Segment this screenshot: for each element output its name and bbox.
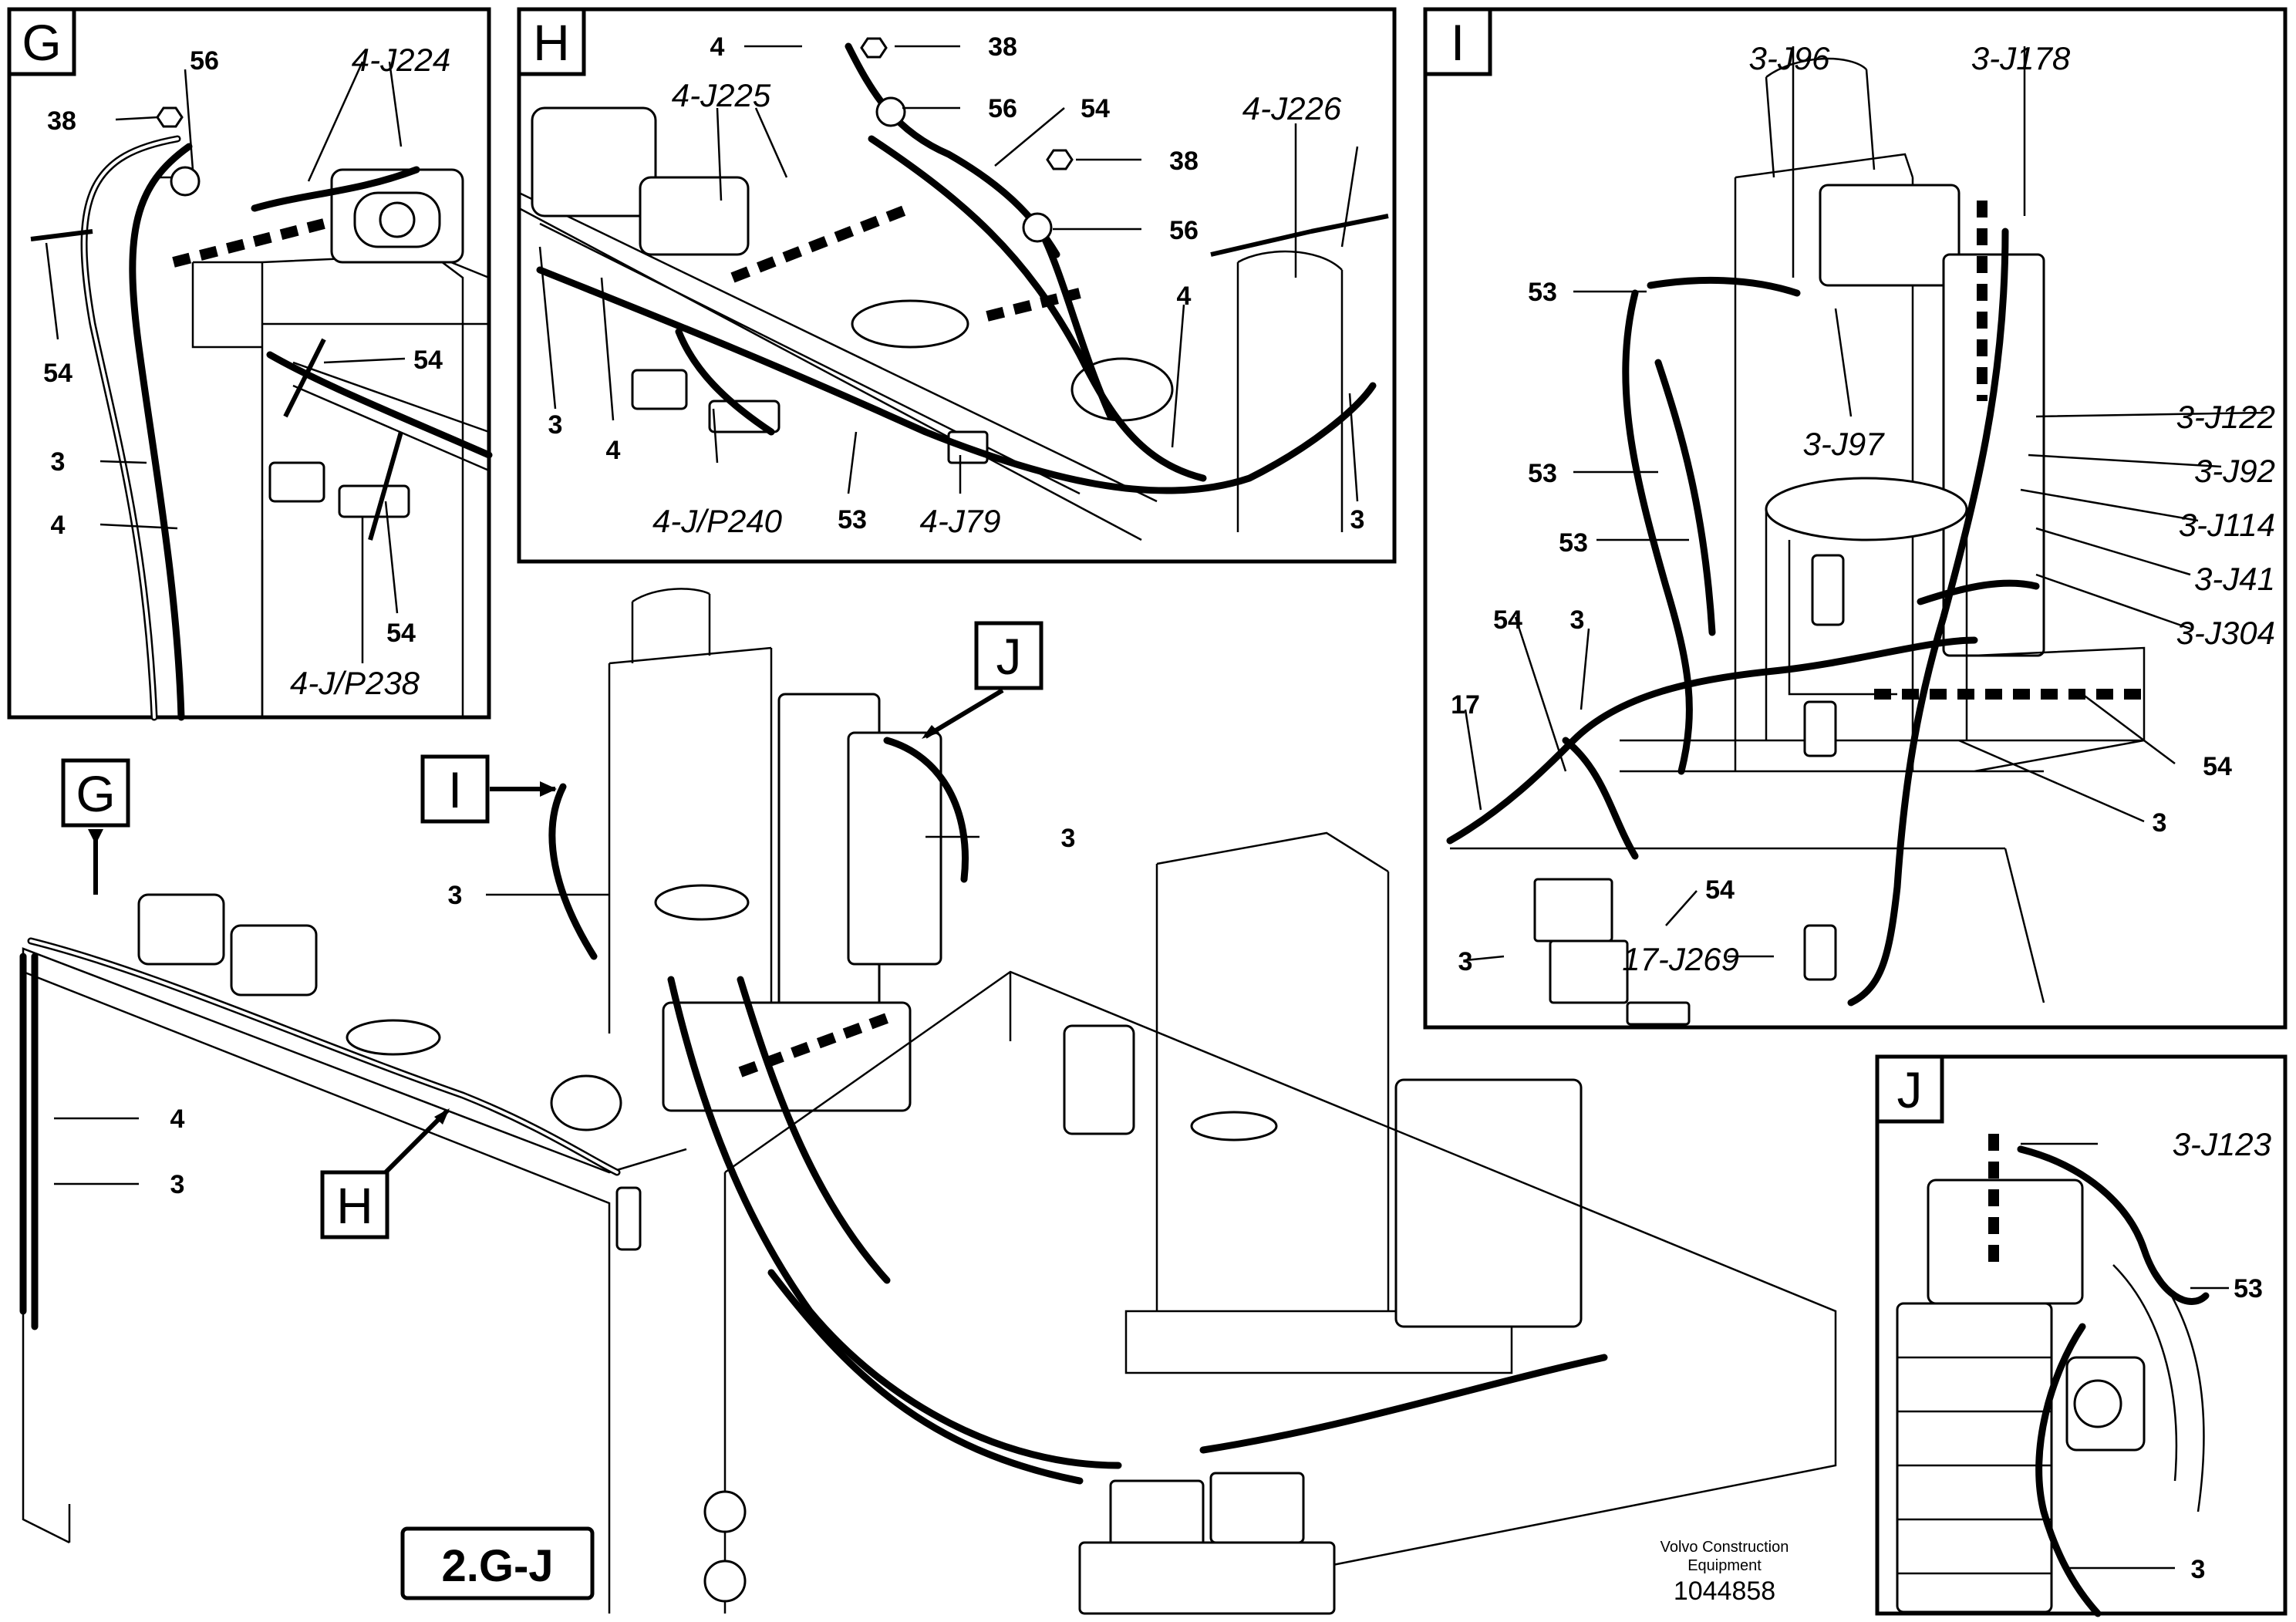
label-56: 56 bbox=[988, 94, 1017, 123]
panel-j: J 53 3 3-J123 bbox=[1875, 1054, 2288, 1617]
label-4: 4 bbox=[1177, 282, 1192, 311]
label-38: 38 bbox=[1169, 147, 1199, 176]
connector-label: 3-J97 bbox=[1802, 426, 1885, 462]
connector-label: 4-J/P240 bbox=[652, 503, 783, 539]
connector-label: 4-J225 bbox=[672, 77, 771, 113]
connector-label: 4-J224 bbox=[352, 42, 450, 78]
connector-label: 3-J41 bbox=[2194, 561, 2275, 597]
svg-text:G: G bbox=[76, 765, 115, 822]
panel-g-cables bbox=[30, 135, 493, 721]
label-54: 54 bbox=[2203, 752, 2232, 781]
clip-56-h bbox=[1022, 212, 1053, 243]
panel-g-machinery bbox=[154, 168, 490, 717]
bolt-38-h bbox=[860, 37, 888, 59]
footer-brand-line1: Volvo Construction bbox=[1660, 1539, 1789, 1556]
svg-text:J: J bbox=[996, 628, 1022, 685]
label-53: 53 bbox=[838, 505, 867, 534]
panel-i-letter-box bbox=[1423, 7, 1492, 76]
connector-label: 17-J269 bbox=[1622, 941, 1739, 977]
label-3: 3 bbox=[2191, 1555, 2206, 1584]
panel-j-frame bbox=[1875, 1054, 2288, 1616]
label-4: 4 bbox=[606, 436, 621, 465]
label-56: 56 bbox=[1169, 216, 1199, 245]
label-3: 3 bbox=[448, 881, 463, 910]
panel-h-machinery bbox=[518, 106, 1344, 541]
panel-j-machinery bbox=[1896, 1179, 2205, 1614]
callout-g: G bbox=[61, 758, 130, 895]
label-38: 38 bbox=[47, 106, 76, 136]
callout-i: I bbox=[420, 754, 557, 824]
panel-i-letter: I bbox=[1451, 14, 1465, 71]
bolt-38-g bbox=[156, 106, 184, 128]
label-53: 53 bbox=[1559, 528, 1588, 558]
panel-h-letter: H bbox=[533, 14, 570, 71]
label-4: 4 bbox=[710, 32, 725, 62]
panel-j-cables bbox=[1988, 1134, 2210, 1617]
callout-j: J bbox=[922, 621, 1043, 739]
label-38: 38 bbox=[988, 32, 1017, 62]
label-53: 53 bbox=[2234, 1274, 2263, 1303]
label-3: 3 bbox=[51, 447, 66, 477]
label-56: 56 bbox=[190, 46, 219, 76]
connector-label: 4-J226 bbox=[1242, 90, 1342, 126]
label-4: 4 bbox=[170, 1104, 185, 1134]
panel-h-letter-box bbox=[517, 7, 586, 76]
footer-brand-line2: Equipment bbox=[1687, 1557, 1762, 1574]
connector-label: 3-J92 bbox=[2194, 453, 2275, 489]
panel-i-machinery bbox=[1450, 57, 2146, 1026]
label-54: 54 bbox=[1705, 875, 1735, 905]
label-4: 4 bbox=[51, 511, 66, 540]
label-3: 3 bbox=[170, 1170, 185, 1199]
label-53: 53 bbox=[1528, 278, 1557, 307]
panel-g-letter-box bbox=[7, 7, 76, 76]
connector-label: 3-J122 bbox=[2176, 399, 2275, 435]
label-3: 3 bbox=[2153, 808, 2167, 838]
panel-j-letter-box bbox=[1875, 1054, 1944, 1124]
panel-h-frame bbox=[517, 7, 1397, 564]
svg-text:H: H bbox=[336, 1177, 373, 1234]
panel-i-frame bbox=[1423, 7, 2288, 1030]
label-3: 3 bbox=[1061, 824, 1076, 853]
clip-56-h bbox=[875, 96, 906, 127]
connector-label: 4-J79 bbox=[919, 503, 1000, 539]
panel-g: G 56 38 54 5 bbox=[7, 7, 493, 721]
panel-i-cables bbox=[1446, 201, 2144, 1007]
label-53: 53 bbox=[1528, 459, 1557, 488]
connector-label: 4-J/P238 bbox=[290, 665, 420, 701]
label-54: 54 bbox=[43, 359, 72, 388]
panel-g-frame bbox=[7, 7, 491, 720]
doc-number: 1044858 bbox=[1674, 1576, 1775, 1606]
overview-illustration bbox=[19, 588, 1837, 1615]
connector-label: 3-J178 bbox=[1971, 40, 2071, 76]
callout-h: H bbox=[320, 1108, 450, 1239]
label-3: 3 bbox=[1570, 605, 1585, 635]
label-54: 54 bbox=[1081, 94, 1110, 123]
svg-text:I: I bbox=[448, 761, 462, 818]
panel-j-letter: J bbox=[1897, 1061, 1923, 1118]
label-3: 3 bbox=[548, 410, 563, 440]
clip-56-g bbox=[170, 166, 201, 197]
figure-label-text: 2.G-J bbox=[441, 1541, 553, 1591]
connector-label: 3-J123 bbox=[2173, 1126, 2271, 1162]
panel-h-cables bbox=[536, 42, 1389, 494]
label-54: 54 bbox=[386, 619, 416, 648]
label-17: 17 bbox=[1451, 690, 1480, 720]
connector-label: 3-J96 bbox=[1748, 40, 1830, 76]
panel-i: I 53 5 bbox=[1423, 7, 2288, 1030]
figure-label: 2.G-J bbox=[400, 1526, 595, 1600]
connector-label: 3-J304 bbox=[2176, 615, 2275, 651]
label-3: 3 bbox=[1458, 947, 1473, 976]
label-3: 3 bbox=[1350, 505, 1365, 534]
panel-h: H 4 38 56 54 38 56 bbox=[517, 7, 1397, 564]
connector-label: 3-J114 bbox=[2179, 507, 2275, 543]
label-54: 54 bbox=[1493, 605, 1522, 635]
bolt-38-h bbox=[1046, 149, 1074, 170]
label-54: 54 bbox=[413, 346, 443, 375]
panel-g-letter: G bbox=[22, 14, 61, 71]
